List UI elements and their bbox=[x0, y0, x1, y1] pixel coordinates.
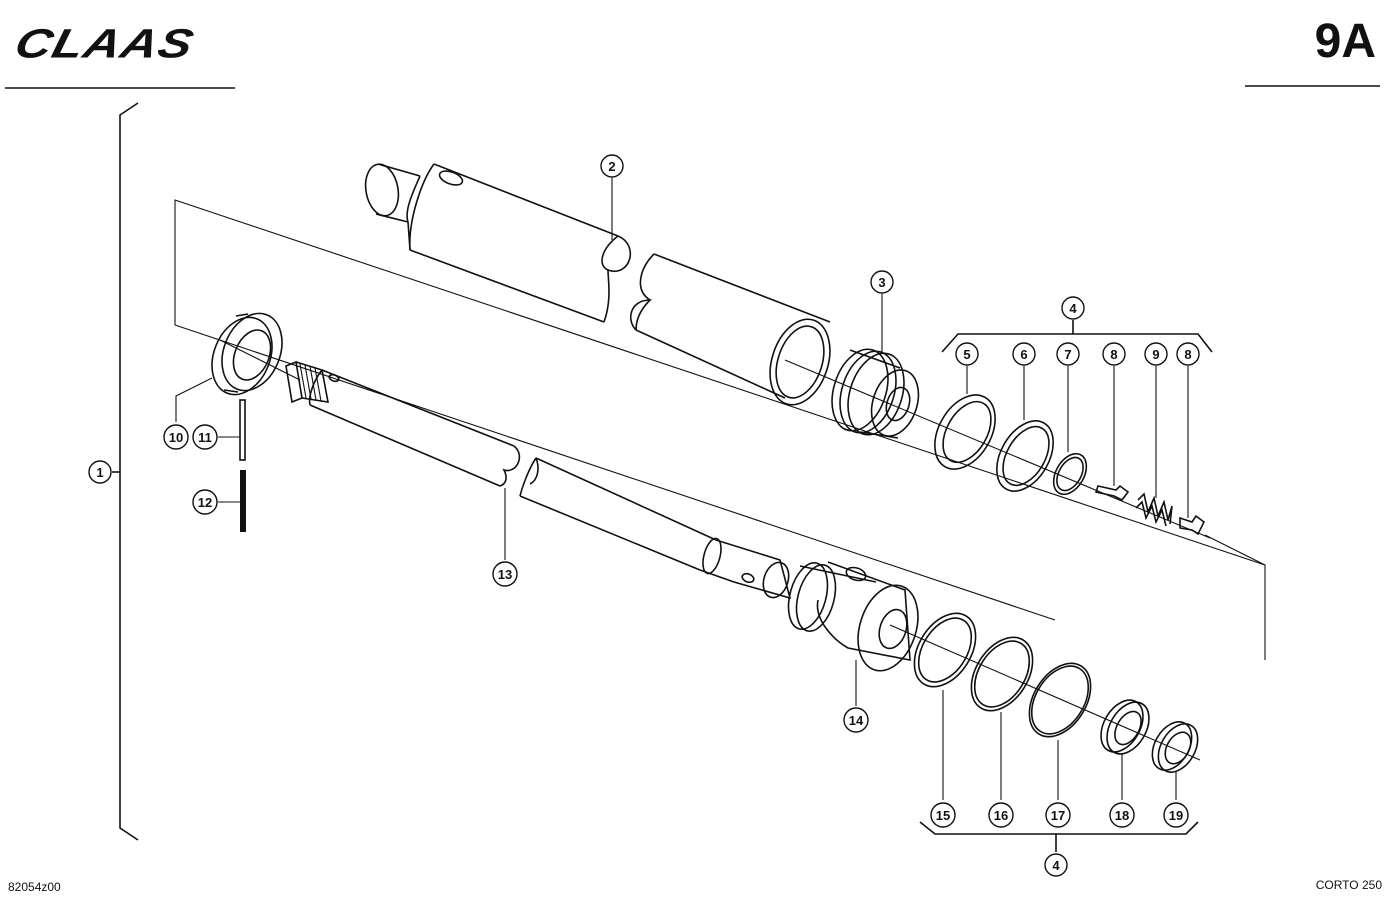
callout-18: 18 bbox=[1109, 802, 1135, 828]
kit-4-lower-bracket bbox=[919, 821, 1199, 852]
callout-1: 1 bbox=[88, 460, 112, 484]
svg-text:13: 13 bbox=[498, 567, 512, 582]
svg-text:7: 7 bbox=[1064, 347, 1071, 362]
svg-text:4: 4 bbox=[1052, 858, 1060, 873]
seal-ring-5 bbox=[934, 394, 996, 470]
svg-text:4: 4 bbox=[1069, 301, 1077, 316]
svg-text:10: 10 bbox=[169, 430, 183, 445]
callout-5: 5 bbox=[955, 342, 979, 366]
callout-9: 9 bbox=[1144, 342, 1168, 366]
svg-text:18: 18 bbox=[1115, 808, 1129, 823]
seal-ring-17 bbox=[1028, 662, 1092, 738]
svg-text:8: 8 bbox=[1110, 347, 1117, 362]
kit-4-upper-bracket bbox=[941, 320, 1213, 353]
callout-2: 2 bbox=[600, 154, 624, 178]
callout-11: 11 bbox=[192, 424, 218, 450]
svg-text:14: 14 bbox=[849, 713, 864, 728]
drawing-reference: 82054z00 bbox=[8, 880, 61, 894]
callout-4-upper: 4 bbox=[1061, 296, 1085, 320]
wiper-19 bbox=[1151, 721, 1199, 773]
svg-text:15: 15 bbox=[936, 808, 950, 823]
svg-text:9: 9 bbox=[1152, 347, 1159, 362]
callout-4-lower: 4 bbox=[1044, 853, 1068, 877]
pin-12 bbox=[240, 470, 246, 532]
svg-text:12: 12 bbox=[198, 495, 212, 510]
callout-16: 16 bbox=[988, 802, 1014, 828]
svg-text:11: 11 bbox=[198, 430, 212, 445]
header-rules bbox=[5, 85, 1380, 89]
svg-text:16: 16 bbox=[994, 808, 1008, 823]
kit-outline bbox=[174, 199, 1266, 660]
svg-text:6: 6 bbox=[1020, 347, 1027, 362]
page-number: 9A bbox=[1314, 15, 1376, 68]
valve-spring-9 bbox=[1135, 492, 1173, 527]
callout-7: 7 bbox=[1056, 342, 1080, 366]
seal-ring-15 bbox=[913, 612, 977, 688]
piston bbox=[831, 348, 920, 439]
callout-12: 12 bbox=[192, 489, 218, 515]
callout-17: 17 bbox=[1045, 802, 1071, 828]
wiper-18 bbox=[1100, 699, 1150, 755]
callout-3: 3 bbox=[870, 270, 894, 294]
callout-8-second: 8 bbox=[1176, 342, 1200, 366]
valve-pin-8a bbox=[1094, 484, 1130, 502]
callout-6: 6 bbox=[1012, 342, 1036, 366]
svg-text:2: 2 bbox=[608, 159, 615, 174]
o-ring-7 bbox=[1052, 452, 1088, 496]
callout-13: 13 bbox=[492, 561, 518, 587]
leader-lines bbox=[175, 178, 1189, 800]
seal-ring-16 bbox=[970, 636, 1034, 712]
svg-text:1: 1 bbox=[96, 465, 103, 480]
model-name: CORTO 250 bbox=[1315, 878, 1382, 892]
cylinder-tube bbox=[364, 163, 831, 406]
callout-8-first: 8 bbox=[1102, 342, 1126, 366]
seal-ring-6 bbox=[996, 420, 1054, 492]
callout-10: 10 bbox=[163, 424, 189, 450]
valve-pin-8b bbox=[1179, 514, 1206, 536]
svg-text:19: 19 bbox=[1169, 808, 1183, 823]
cylinder-head bbox=[787, 561, 919, 672]
pin-11 bbox=[239, 399, 246, 461]
piston-rod bbox=[285, 360, 792, 600]
svg-text:17: 17 bbox=[1051, 808, 1065, 823]
axis-lines bbox=[219, 339, 1211, 761]
svg-text:3: 3 bbox=[878, 275, 885, 290]
callout-19: 19 bbox=[1163, 802, 1189, 828]
svg-text:8: 8 bbox=[1184, 347, 1191, 362]
callout-15: 15 bbox=[930, 802, 956, 828]
assembly-bracket-1 bbox=[112, 102, 139, 841]
callout-14: 14 bbox=[843, 707, 869, 733]
svg-text:5: 5 bbox=[963, 347, 970, 362]
